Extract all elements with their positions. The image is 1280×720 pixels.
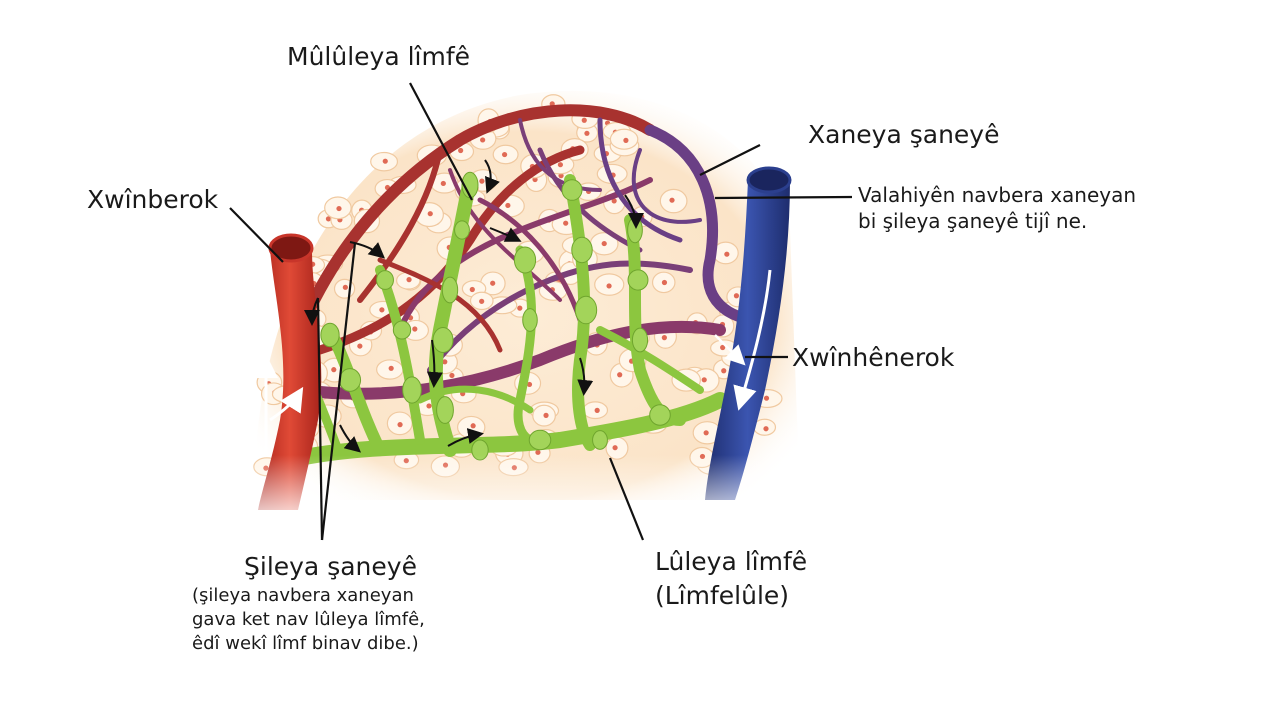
lymph-bulge: [432, 327, 454, 353]
lymph-bulge: [649, 404, 671, 426]
tissue-cell: [532, 404, 556, 427]
lymph-bulge: [592, 430, 608, 450]
tissue-cell: [456, 415, 486, 439]
tissue-cell: [582, 401, 609, 420]
lymph-bulge: [320, 322, 340, 348]
vein: [705, 166, 792, 500]
label-lymph-capillary: Mûlûleya lîmfê: [287, 42, 471, 71]
tissue-cell: [609, 128, 639, 150]
flow-arrows: [304, 159, 644, 453]
tissue-cell: [386, 411, 413, 436]
lymph-bulge: [376, 270, 394, 290]
tissue-cell: [492, 144, 519, 165]
lymph-bulge: [436, 396, 454, 424]
tissue-cell: [370, 151, 399, 172]
label-tissue-fluid-line2: gava ket nav lûleya lîmfê,: [192, 609, 425, 630]
lymph-bulge: [528, 429, 552, 451]
bottom-fade: [240, 455, 820, 530]
lymph-bulge: [561, 179, 583, 201]
lymph-bulge: [402, 376, 422, 404]
tissue-cell: [469, 291, 494, 311]
lymph-bulge: [441, 276, 459, 304]
lymph-bulge: [338, 368, 362, 392]
label-lymph-vessel: Lûleya lîmfê (Lîmfelûle): [655, 545, 807, 613]
label-tissue-cells: Xaneya şaneyê: [808, 120, 1000, 149]
tissue-cell: [376, 359, 404, 380]
label-vein: Xwînhênerok: [792, 343, 955, 372]
label-tissue-fluid-line3: êdî wekî lîmf binav dibe.): [192, 633, 419, 654]
lymph-bulge: [513, 246, 537, 274]
lymph-bulge: [454, 220, 470, 240]
label-interstitial-space-line2: bi şileya şaneyê tijî ne.: [858, 209, 1088, 233]
label-artery: Xwînberok: [87, 185, 219, 214]
lymph-bulge: [522, 308, 538, 332]
tissue-cell: [659, 188, 688, 214]
lymph-bulge: [571, 236, 593, 264]
tissue-cell: [692, 421, 722, 445]
tissue-cell: [324, 196, 352, 220]
label-tissue-fluid-line1: (şileya navbera xaneyan: [192, 585, 414, 606]
tissue-cell: [594, 273, 625, 296]
tissue-cell: [651, 271, 676, 294]
label-tissue-fluid-title: Şileya şaneyê: [244, 552, 417, 581]
label-lymph-vessel-line2: (Lîmfelûle): [655, 581, 790, 610]
label-interstitial-space: Valahiyên navbera xaneyan bi şileya şane…: [858, 182, 1136, 234]
lymph-bulge: [574, 295, 598, 325]
leader-lines: [229, 82, 853, 541]
label-interstitial-space-line1: Valahiyên navbera xaneyan: [858, 183, 1137, 207]
label-lymph-vessel-line1: Lûleya lîmfê: [655, 547, 808, 576]
tissue-cell: [480, 271, 506, 296]
label-tissue-fluid: Şileya şaneyê (şileya navbera xaneyan ga…: [192, 550, 425, 656]
lymph-bulge: [627, 269, 649, 291]
lymph-bulge: [631, 327, 649, 353]
lymph-bulge: [392, 320, 412, 340]
